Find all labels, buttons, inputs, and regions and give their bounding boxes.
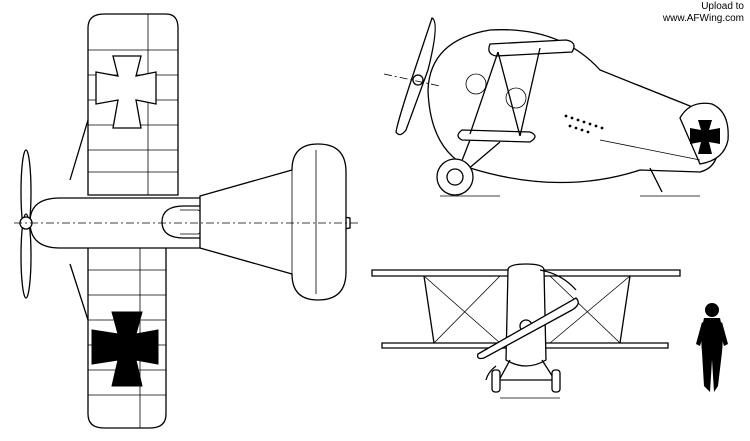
- iron-cross-side-icon: [690, 120, 720, 154]
- iron-cross-solid-icon: [91, 311, 159, 387]
- fuselage-front: [505, 263, 547, 367]
- front-view: [371, 263, 681, 399]
- side-view: [383, 17, 729, 197]
- tailplane-top: [199, 143, 347, 301]
- top-view: [14, 13, 360, 429]
- propeller-top: [19, 149, 33, 299]
- credit-line-1: Upload to: [701, 1, 744, 12]
- credit-line-2: www.AFWing.com: [662, 13, 744, 24]
- iron-cross-outline-icon: [95, 55, 157, 129]
- pilot-figure: [696, 303, 728, 392]
- upper-wing-ribs: [88, 14, 178, 195]
- fuselage-side: [427, 29, 719, 184]
- upper-wing-side: [488, 39, 575, 57]
- vent-dots: [564, 114, 604, 134]
- lower-wing-side: [457, 129, 536, 143]
- propeller-front: [476, 297, 579, 360]
